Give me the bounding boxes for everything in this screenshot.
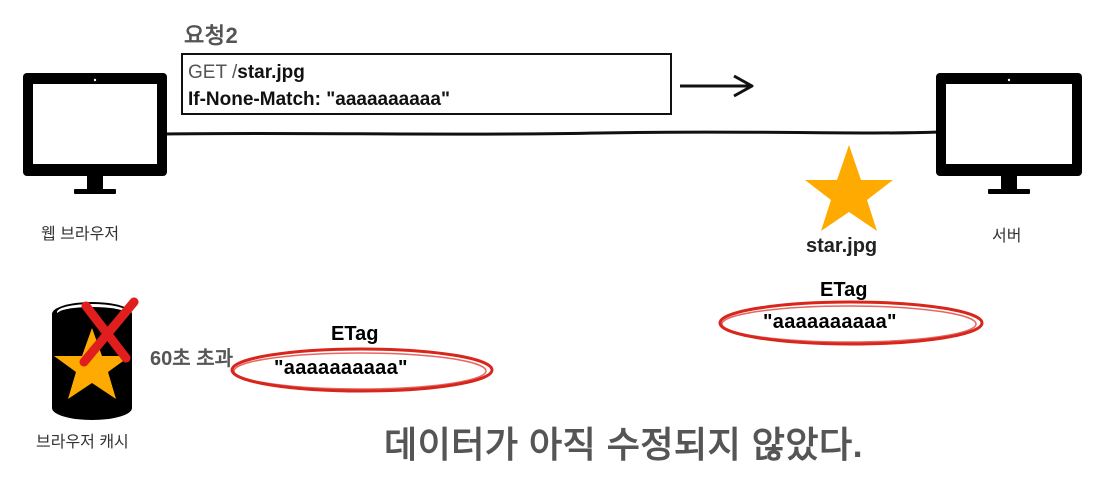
- request-box: [181, 53, 672, 115]
- request-title: 요청2: [184, 23, 239, 48]
- connection-line: [164, 130, 941, 136]
- server-etag-value: "aaaaaaaaaa": [763, 311, 897, 333]
- cache-etag-title: ETag: [331, 323, 379, 345]
- if-none-match-header: If-None-Match: "aaaaaaaaaa": [188, 89, 450, 110]
- request-path: star.jpg: [237, 62, 305, 83]
- server-etag-title: ETag: [820, 279, 868, 301]
- server-resource-label: star.jpg: [806, 235, 878, 257]
- request-arrow: [680, 74, 754, 98]
- server-etag-highlight: [718, 300, 984, 346]
- request-method: GET /: [188, 62, 238, 83]
- browser-monitor-icon: [23, 73, 167, 194]
- cache-etag-highlight: [230, 347, 494, 393]
- request-line: GET /star.jpg: [188, 62, 305, 84]
- cached-star-icon: [54, 328, 130, 399]
- conclusion-text: 데이터가 아직 수정되지 않았다.: [384, 424, 864, 465]
- expired-label: 60초 초과: [150, 348, 234, 370]
- cache-label: 브라우저 캐시: [36, 434, 129, 451]
- expired-x-icon: [79, 297, 139, 367]
- cache-etag-value: "aaaaaaaaaa": [274, 357, 408, 379]
- star-icon: [805, 145, 893, 231]
- cache-etag-highlight-inner: [233, 352, 487, 390]
- browser-label: 웹 브라우저: [41, 226, 120, 243]
- server-etag-highlight-inner: [721, 305, 977, 343]
- server-monitor-icon: [936, 73, 1082, 194]
- server-label: 서버: [992, 228, 1022, 245]
